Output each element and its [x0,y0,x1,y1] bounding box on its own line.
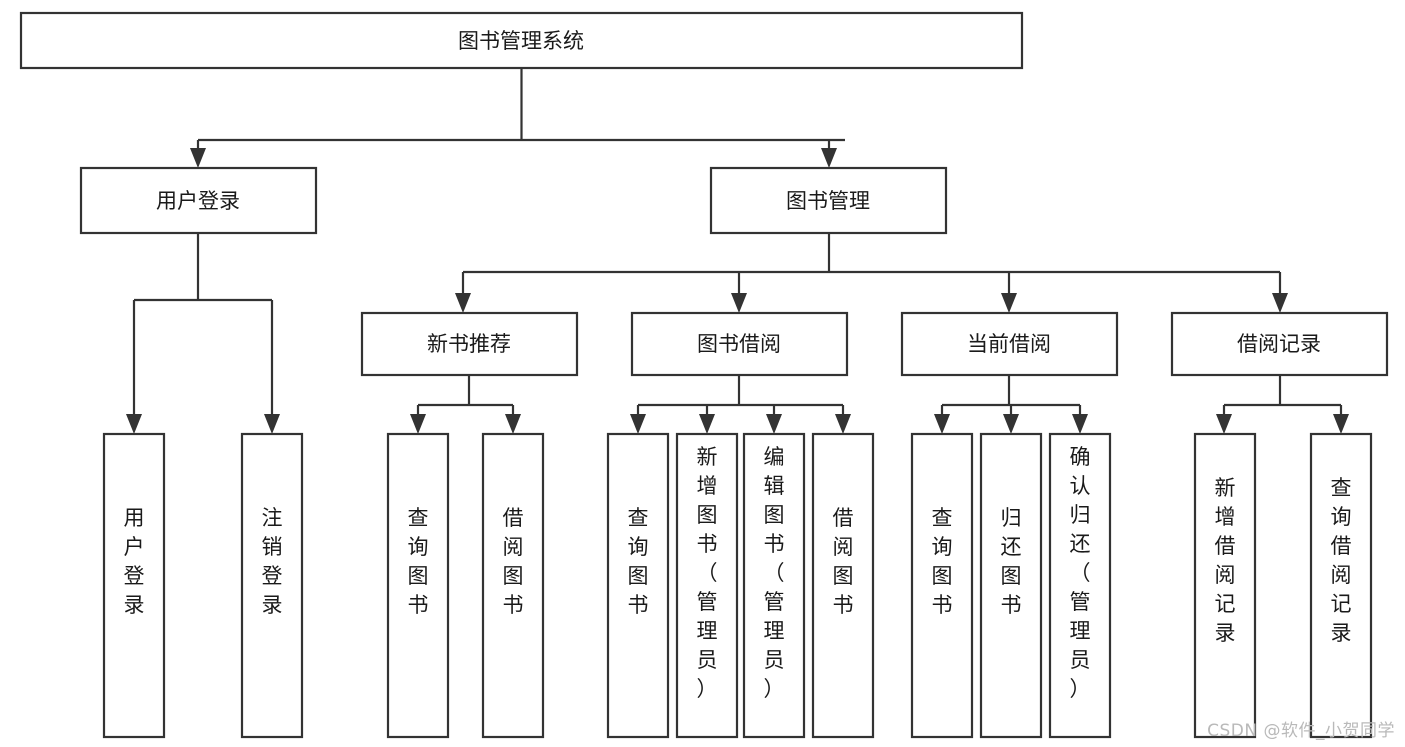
arrow-head-book-manage [821,148,837,168]
arrow-head-current-borrow [1001,293,1017,313]
node-leaf-edit-book-label: 编辑图书（管理员） [764,445,785,701]
node-leaf-edit-book-box[interactable] [742,432,806,739]
arrow-head-leaf-query-book-3 [934,414,950,434]
connector-group-book-manage-to-level3 [455,233,1288,313]
arrow-head-user-login [190,148,206,168]
node-new-book-rec-box[interactable] [360,311,579,377]
node-root[interactable]: 图书管理系统 [19,11,1024,70]
node-current-borrow-label: 当前借阅 [967,332,1051,356]
node-leaf-query-book-3-box[interactable] [910,432,974,739]
node-leaf-return-book-box[interactable] [979,432,1043,739]
node-root-box[interactable] [19,11,1024,70]
node-leaf-borrow-book-1[interactable]: 借阅图书 [481,432,545,739]
arrow-head-leaf-add-book [699,414,715,434]
node-leaf-query-book-1-label: 查询图书 [408,506,429,617]
arrow-head-leaf-query-record [1333,414,1349,434]
arrow-head-borrow-record [1272,293,1288,313]
node-leaf-user-login-label: 用户登录 [124,506,145,617]
node-leaf-add-book-label: 新增图书（管理员） [697,445,718,701]
node-new-book-rec[interactable]: 新书推荐 [360,311,579,377]
arrow-head-new-book-rec [455,293,471,313]
node-root-label: 图书管理系统 [458,29,584,53]
node-leaf-confirm-return-label: 确认归还（管理员） [1070,445,1091,701]
node-new-book-rec-label: 新书推荐 [427,332,511,356]
node-leaf-borrow-book-2-label: 借阅图书 [833,506,854,617]
node-leaf-confirm-return[interactable]: 确认归还（管理员） [1048,432,1112,739]
node-leaf-query-book-2[interactable]: 查询图书 [606,432,670,739]
node-leaf-return-book-label: 归还图书 [1001,506,1022,617]
connector-group-root-to-level2 [190,68,845,168]
node-leaf-query-book-2-label: 查询图书 [628,506,649,617]
connector-group-user-login-to-leaves [126,233,280,434]
node-leaf-add-book-box[interactable] [675,432,739,739]
node-leaf-query-record-label: 查询借阅记录 [1331,476,1352,645]
arrow-head-leaf-user-login [126,414,142,434]
node-leaf-add-record[interactable]: 新增借阅记录 [1193,432,1257,739]
arrow-head-leaf-edit-book [766,414,782,434]
node-leaf-query-book-1[interactable]: 查询图书 [386,432,450,739]
csdn-watermark: CSDN @软件_小贺同学 [1207,721,1395,741]
node-leaf-query-book-3[interactable]: 查询图书 [910,432,974,739]
node-book-manage[interactable]: 图书管理 [709,166,948,235]
arrow-head-leaf-query-book-1 [410,414,426,434]
node-user-login-box[interactable] [79,166,318,235]
node-leaf-borrow-book-2[interactable]: 借阅图书 [811,432,875,739]
node-leaf-return-book[interactable]: 归还图书 [979,432,1043,739]
node-leaf-query-book-1-box[interactable] [386,432,450,739]
node-leaf-query-book-2-box[interactable] [606,432,670,739]
node-leaf-add-record-box[interactable] [1193,432,1257,739]
node-current-borrow-box[interactable] [900,311,1119,377]
node-leaf-query-record-box[interactable] [1309,432,1373,739]
arrow-head-leaf-borrow-book-2 [835,414,851,434]
node-leaf-borrow-book-2-box[interactable] [811,432,875,739]
node-book-borrow[interactable]: 图书借阅 [630,311,849,377]
node-book-manage-box[interactable] [709,166,948,235]
node-leaf-add-record-label: 新增借阅记录 [1215,476,1236,645]
arrow-head-leaf-add-record [1216,414,1232,434]
node-borrow-record[interactable]: 借阅记录 [1170,311,1389,377]
connector-group-new-book-rec-to-leaves [410,375,521,434]
connector-group-book-borrow-to-leaves [630,375,851,434]
node-leaf-query-book-3-label: 查询图书 [932,506,953,617]
node-book-manage-label: 图书管理 [786,189,870,213]
node-user-login[interactable]: 用户登录 [79,166,318,235]
node-leaf-user-login[interactable]: 用户登录 [102,432,166,739]
arrow-head-leaf-confirm-return [1072,414,1088,434]
node-leaf-logout-login-label: 注销登录 [262,506,283,617]
node-leaf-user-login-box[interactable] [102,432,166,739]
connector-group-borrow-record-to-leaves [1216,375,1349,434]
node-book-borrow-box[interactable] [630,311,849,377]
connector-group-current-borrow-to-leaves [934,375,1088,434]
arrow-head-leaf-return-book [1003,414,1019,434]
arrow-head-leaf-logout-login [264,414,280,434]
node-leaf-logout-login-box[interactable] [240,432,304,739]
node-borrow-record-box[interactable] [1170,311,1389,377]
node-user-login-label: 用户登录 [156,189,240,213]
arrow-head-leaf-borrow-book-1 [505,414,521,434]
node-current-borrow[interactable]: 当前借阅 [900,311,1119,377]
node-leaf-logout-login[interactable]: 注销登录 [240,432,304,739]
node-borrow-record-label: 借阅记录 [1237,332,1321,356]
node-leaf-borrow-book-1-label: 借阅图书 [503,506,524,617]
node-leaf-query-record[interactable]: 查询借阅记录 [1309,432,1373,739]
node-book-borrow-label: 图书借阅 [697,332,781,356]
arrow-head-book-borrow [731,293,747,313]
node-leaf-borrow-book-1-box[interactable] [481,432,545,739]
node-leaf-edit-book[interactable]: 编辑图书（管理员） [742,432,806,739]
node-leaf-add-book[interactable]: 新增图书（管理员） [675,432,739,739]
node-leaf-confirm-return-box[interactable] [1048,432,1112,739]
arrow-head-leaf-query-book-2 [630,414,646,434]
